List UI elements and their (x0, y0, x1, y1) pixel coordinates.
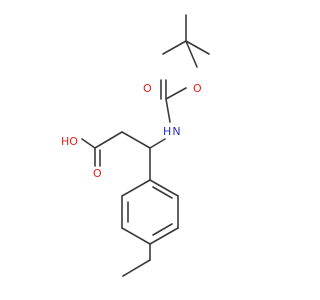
bond-ring-6 (121, 179, 151, 197)
bond-n-ch (149, 138, 166, 149)
bond-ring-inner-1 (152, 186, 173, 199)
nitrogen-label: H N (163, 125, 181, 138)
bond-ring-3 (149, 227, 179, 245)
bond-tbu-right (185, 40, 210, 55)
bond-ethyl-ch2-ch3 (122, 259, 151, 277)
bond-ring-4 (121, 227, 151, 245)
hydroxyl-oxygen-label: HO (61, 135, 78, 148)
bond-ring-inner-2 (152, 223, 173, 236)
acid-carbonyl-oxygen-label: O (93, 167, 102, 180)
bond-ch2-cooh (94, 131, 123, 149)
bond-ring-1 (149, 179, 179, 197)
boc-ester-oxygen-label: O (193, 82, 202, 95)
structure-diagram: HO O H N O O (61, 14, 210, 277)
bond-c-oh (81, 138, 96, 149)
bond-ch-ch2 (121, 131, 151, 149)
bond-boc-c-n (165, 98, 171, 123)
molecule-svg: HO O H N O O (61, 14, 210, 277)
boc-carbonyl-oxygen-label: O (143, 82, 152, 95)
bond-tbu-left (162, 40, 187, 55)
bond-tbu-down (185, 40, 198, 68)
bond-ester-o-carbon (165, 87, 187, 100)
